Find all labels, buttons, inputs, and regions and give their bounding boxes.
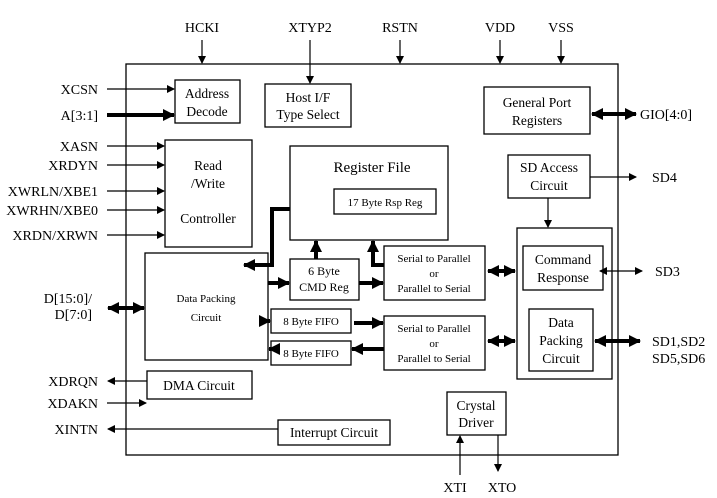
pin-hcki: HCKI	[185, 21, 220, 36]
block-label: Controller	[180, 211, 236, 226]
s2p-block-2: Serial to Parallel or Parallel to Serial	[383, 315, 486, 371]
block-label: Packing	[539, 333, 583, 348]
block-label: Response	[537, 270, 589, 285]
pin-d-bus: D[15:0]/	[44, 292, 92, 307]
block-label: or	[429, 338, 439, 350]
block-label: Decode	[186, 104, 227, 119]
s2p-to-regfile-bus	[367, 240, 384, 267]
pin-sd-data-2: SD5,SD6	[652, 352, 705, 367]
data-packing-left-block: Data Packing Circuit	[144, 252, 269, 361]
pin-vdd: VDD	[485, 21, 515, 36]
block-label: Circuit	[530, 178, 568, 193]
block-label: Interrupt Circuit	[290, 425, 378, 440]
command-response-block: Command Response	[522, 245, 604, 291]
top-pins: HCKI XTYP2 RSTN VDD VSS	[185, 21, 574, 84]
host-if-block: Host I/F Type Select	[264, 83, 352, 128]
sd-access-block: SD Access Circuit	[507, 154, 591, 199]
s2p-block-1: Serial to Parallel or Parallel to Serial	[383, 245, 486, 301]
block-label: 8 Byte FIFO	[283, 348, 339, 360]
pin-rstn: RSTN	[382, 21, 418, 36]
pin-xti: XTI	[443, 481, 467, 496]
general-port-block: General Port Registers	[483, 86, 591, 135]
pin-xto: XTO	[488, 481, 517, 496]
pin-gio: GIO[4:0]	[640, 108, 692, 123]
pin-sd4: SD4	[652, 171, 677, 186]
pin-a31: A[3:1]	[61, 109, 98, 124]
cmd-reg-block: 6 Byte CMD Reg	[289, 258, 360, 301]
pin-xcsn: XCSN	[61, 83, 98, 98]
block-label: SD Access	[520, 160, 578, 175]
block-label: Serial to Parallel	[397, 253, 470, 265]
register-file-block: Register File 17 Byte Rsp Reg	[289, 145, 449, 241]
fifo-block-1: 8 Byte FIFO	[270, 308, 352, 334]
block-label: General Port	[503, 95, 572, 110]
pin-vss: VSS	[548, 21, 574, 36]
dma-block: DMA Circuit	[146, 370, 253, 400]
pin-xtyp2: XTYP2	[288, 21, 332, 36]
interrupt-block: Interrupt Circuit	[277, 419, 391, 446]
block-label: Data Packing	[177, 293, 236, 305]
rw-controller-block: Read /Write Controller	[164, 139, 253, 248]
pin-xintn: XINTN	[54, 423, 98, 438]
block-label: Parallel to Serial	[397, 353, 470, 365]
pin-sd-data: SD1,SD2	[652, 335, 705, 350]
left-pins: XCSN A[3:1] XASN XRDYN XWRLN/XBE1 XWRHN/…	[6, 83, 278, 438]
block-label: Parallel to Serial	[397, 283, 470, 295]
pin-d-bus-8: D[7:0]	[55, 308, 92, 323]
block-label: /Write	[191, 176, 225, 191]
data-packing-right-block: Data Packing Circuit	[528, 308, 594, 372]
block-label: CMD Reg	[299, 280, 349, 294]
block-label: Host I/F	[286, 90, 331, 105]
address-decode-block: Address Decode	[174, 79, 241, 124]
block-label: Registers	[512, 113, 562, 128]
crystal-driver-block: Crystal Driver	[446, 391, 507, 436]
block-label: Command	[535, 252, 591, 267]
block-label: Register File	[333, 160, 410, 176]
regfile-to-packing-bus	[243, 207, 290, 271]
block-label: Data	[548, 315, 573, 330]
block-label: Serial to Parallel	[397, 323, 470, 335]
pin-xdakn: XDAKN	[47, 397, 98, 412]
block-label: Type Select	[276, 107, 339, 122]
block-label: Address	[185, 86, 229, 101]
block-label: or	[429, 268, 439, 280]
block-label: 6 Byte	[308, 264, 340, 278]
pin-xdrqn: XDRQN	[48, 375, 98, 390]
pin-xasn: XASN	[60, 140, 98, 155]
block-label: Circuit	[542, 351, 580, 366]
block-label: Driver	[458, 415, 494, 430]
fifo-block-2: 8 Byte FIFO	[270, 340, 352, 366]
pin-xwrhn: XWRHN/XBE0	[6, 204, 98, 219]
internal-buses	[243, 207, 384, 355]
block-label: Crystal	[457, 398, 496, 413]
block-label: Read	[194, 158, 222, 173]
block-label: Circuit	[191, 312, 222, 324]
block-label: DMA Circuit	[163, 378, 235, 393]
pin-xrdn: XRDN/XRWN	[12, 229, 98, 244]
pin-xwrln: XWRLN/XBE1	[8, 185, 98, 200]
rsp-reg-label: 17 Byte Rsp Reg	[348, 197, 423, 209]
block-label: 8 Byte FIFO	[283, 316, 339, 328]
pin-sd3: SD3	[655, 265, 680, 280]
pin-xrdyn: XRDYN	[48, 159, 98, 174]
